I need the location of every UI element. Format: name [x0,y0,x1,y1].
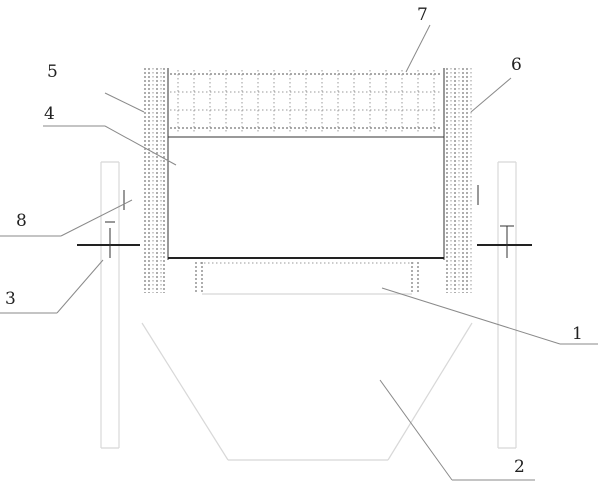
label-5: 5 [47,62,58,82]
label-2: 2 [514,457,525,477]
leader-lines [0,24,598,481]
label-3: 3 [5,289,16,309]
label-1: 1 [572,324,583,344]
label-4: 4 [44,104,55,124]
lower-support [195,262,419,295]
top-filter-layer [170,70,442,134]
label-7: 7 [417,5,428,25]
label-8: 8 [16,211,27,231]
lower-hopper [141,322,473,461]
inner-chamber [167,68,445,260]
right-wall-hatching [446,68,472,293]
right-bracket [477,161,532,449]
left-bracket [77,161,140,449]
left-wall-hatching [144,68,165,293]
label-6: 6 [511,55,522,75]
